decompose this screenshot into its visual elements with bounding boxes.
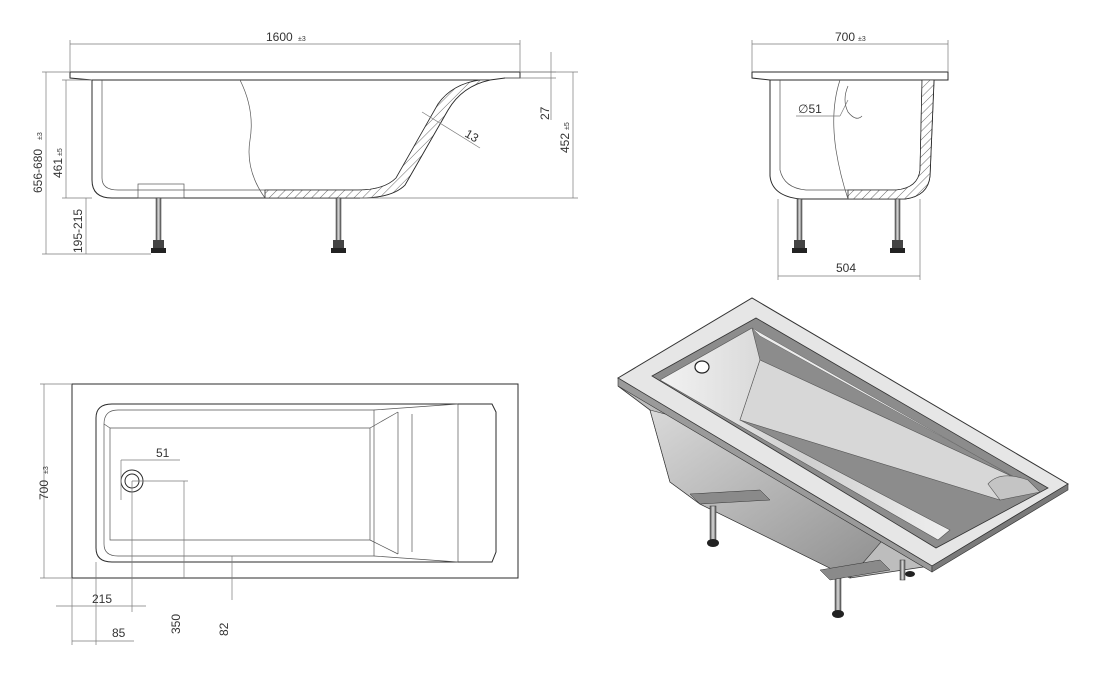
end-view: 700 ±3 ∅51 504 (751, 30, 949, 280)
dim-drain-diameter-end: ∅51 (798, 102, 822, 116)
top-outer-rim (71, 383, 519, 579)
dim-drain-offset-y: 350 (169, 614, 183, 634)
dim-outer-depth-tol: ±5 (564, 122, 571, 130)
end-drain-hole (844, 85, 863, 119)
dim-leg-spacing: 504 (836, 261, 856, 275)
side-view: 1600 ±3 656-680 ±3 461 ±5 195-215 27 452… (31, 30, 578, 255)
dim-total-height-tol: ±3 (37, 132, 44, 140)
iso-legs (689, 489, 915, 618)
end-outer-shell (769, 79, 935, 200)
dim-side-length-tol: ±3 (298, 36, 306, 43)
dim-overflow-offset: 82 (217, 622, 231, 636)
end-section-hatch (847, 79, 935, 200)
side-rim (69, 71, 521, 81)
dim-total-height: 656-680 (31, 149, 45, 193)
top-view: 700 ±3 51 215 85 350 82 (37, 383, 519, 645)
top-outer-bowl (95, 403, 497, 563)
dim-inner-depth-tol: ±5 (57, 148, 64, 156)
end-leg-left (792, 198, 807, 253)
end-rim (751, 71, 949, 81)
end-leg-right (890, 198, 905, 253)
side-leg-left (151, 197, 166, 253)
dim-end-width-tol: ±3 (858, 36, 866, 43)
isometric-view (617, 297, 1069, 618)
dim-drain-dia-top: 51 (156, 446, 170, 460)
side-leg-right (331, 197, 346, 253)
dim-top-width: 700 (37, 480, 51, 500)
end-break-line (833, 79, 849, 200)
dim-top-width-tol: ±3 (43, 466, 50, 474)
iso-drain-hole (694, 360, 710, 374)
side-section-hatch (264, 79, 491, 199)
top-bowl-floor (103, 409, 375, 557)
dim-leg-height: 195-215 (71, 209, 85, 253)
dim-drain-offset-x: 215 (92, 592, 112, 606)
dim-side-length: 1600 (266, 30, 293, 44)
side-frame-bracket (137, 183, 185, 199)
dim-rim-thickness: 27 (538, 106, 552, 120)
side-break-line (239, 79, 266, 199)
dim-outer-depth: 452 (558, 133, 572, 153)
dim-inner-depth: 461 (51, 158, 65, 178)
dim-slope-wall: 13 (463, 126, 482, 145)
top-bowl-bottom (109, 427, 371, 541)
dim-drain-offset-edge: 85 (112, 626, 126, 640)
dim-end-width: 700 (835, 30, 855, 44)
end-inner-shell (779, 79, 923, 191)
